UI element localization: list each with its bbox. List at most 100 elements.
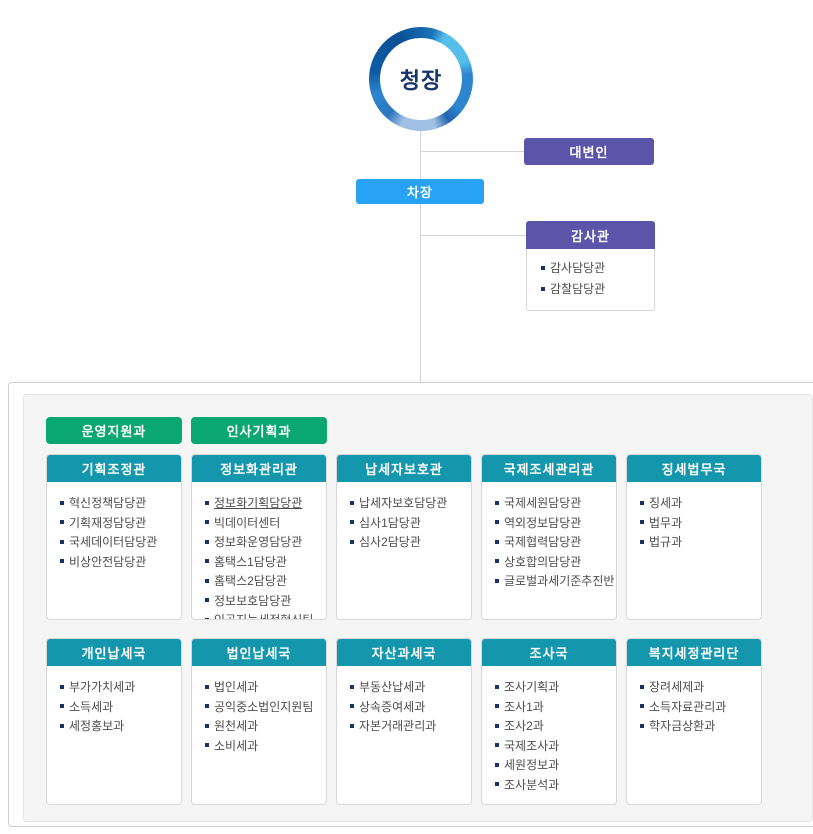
auditor-items: 감사담당관 감찰담당관 — [526, 249, 655, 311]
list-item[interactable]: 부동산납세과 — [350, 678, 467, 698]
bureau-header[interactable]: 조사국 — [482, 639, 616, 666]
bureau-card: 정보화관리관 정보화기획담당관 빅데이터센터 정보화운영담당관 홈택스1담당관 … — [191, 454, 327, 620]
bullet-icon — [60, 539, 64, 544]
bullet-icon — [60, 684, 64, 689]
list-item[interactable]: 홈택스1담당관 — [205, 553, 322, 573]
list-item[interactable]: 법무과 — [640, 514, 757, 534]
list-item[interactable]: 소득자료관리과 — [640, 698, 757, 718]
list-item[interactable]: 공익중소법인지원팀 — [205, 698, 322, 718]
list-item[interactable]: 심사2담당관 — [350, 533, 467, 553]
bullet-icon — [495, 743, 499, 748]
bullet-icon — [495, 723, 499, 728]
list-item[interactable]: 징세과 — [640, 494, 757, 514]
list-item[interactable]: 법규과 — [640, 533, 757, 553]
list-item[interactable]: 국제협력담당관 — [495, 533, 612, 553]
bullet-icon — [60, 520, 64, 525]
auditor-header[interactable]: 감사관 — [526, 221, 655, 249]
bullet-icon — [205, 723, 209, 728]
list-item[interactable]: 혁신정책담당관 — [60, 494, 177, 514]
list-item[interactable]: 조사분석과 — [495, 776, 612, 796]
list-item[interactable]: 심사1담당관 — [350, 514, 467, 534]
list-item[interactable]: 빅데이터센터 — [205, 514, 322, 534]
list-item[interactable]: 정보보호담당관 — [205, 592, 322, 612]
bureau-card: 징세법무국 징세과 법무과 법규과 — [626, 454, 762, 620]
list-item[interactable]: 법인세과 — [205, 678, 322, 698]
list-item[interactable]: 감찰담당관 — [541, 279, 654, 300]
bullet-icon — [495, 782, 499, 787]
list-item[interactable]: 국제세원담당관 — [495, 494, 612, 514]
list-item[interactable]: 학자금상환과 — [640, 717, 757, 737]
auditor-connector — [421, 235, 526, 236]
commissioner-circle[interactable]: 청장 — [369, 27, 473, 131]
bullet-icon — [495, 500, 499, 505]
bureau-header[interactable]: 정보화관리관 — [192, 455, 326, 482]
list-item[interactable]: 기획재정담당관 — [60, 514, 177, 534]
list-item[interactable]: 감사담당관 — [541, 258, 654, 279]
bureau-header[interactable]: 개인납세국 — [47, 639, 181, 666]
list-item[interactable]: 정보화운영담당관 — [205, 533, 322, 553]
main-vertical-connector — [420, 131, 421, 382]
spokesperson-box[interactable]: 대변인 — [524, 138, 654, 165]
list-item[interactable]: 납세자보호담당관 — [350, 494, 467, 514]
bullet-icon — [205, 617, 209, 619]
bureau-row-2: 개인납세국 부가가치세과 소득세과 세정홍보과 법인납세국 법인세과 공익중소법… — [46, 638, 812, 805]
list-item[interactable]: 원천세과 — [205, 717, 322, 737]
bullet-icon — [495, 520, 499, 525]
list-item[interactable]: 국제조사과 — [495, 737, 612, 757]
list-item[interactable]: 글로벌과세기준추진반 — [495, 572, 614, 592]
bureau-header[interactable]: 법인납세국 — [192, 639, 326, 666]
list-item[interactable]: 소비세과 — [205, 737, 322, 757]
list-item[interactable]: 국세데이터담당관 — [60, 533, 177, 553]
bureau-card: 기획조정관 혁신정책담당관 기획재정담당관 국세데이터담당관 비상안전담당관 — [46, 454, 182, 620]
list-item[interactable]: 상호합의담당관 — [495, 553, 612, 573]
list-item[interactable]: 조사기획과 — [495, 678, 612, 698]
list-item[interactable]: 정보화기획담당관 — [205, 494, 322, 514]
bullet-icon — [205, 500, 209, 505]
list-item[interactable]: 세정홍보과 — [60, 717, 177, 737]
bureau-card: 국제조세관리관 국제세원담당관 역외정보담당관 국제협력담당관 상호합의담당관 … — [481, 454, 617, 620]
support-department-button[interactable]: 인사기획과 — [191, 417, 327, 444]
bullet-icon — [205, 539, 209, 544]
spokesperson-connector — [421, 151, 526, 152]
list-item[interactable]: 조사2과 — [495, 717, 612, 737]
bureau-header[interactable]: 징세법무국 — [627, 455, 761, 482]
list-item[interactable]: 상속증여세과 — [350, 698, 467, 718]
bullet-icon — [205, 559, 209, 564]
commissioner-label: 청장 — [380, 38, 462, 120]
bureau-card: 복지세정관리단 장려세제과 소득자료관리과 학자금상환과 — [626, 638, 762, 805]
bullet-icon — [205, 684, 209, 689]
list-item[interactable]: 역외정보담당관 — [495, 514, 612, 534]
bureau-header[interactable]: 자산과세국 — [337, 639, 471, 666]
list-item[interactable]: 부가가치세과 — [60, 678, 177, 698]
list-item[interactable]: 자본거래관리과 — [350, 717, 467, 737]
list-item[interactable]: 조사1과 — [495, 698, 612, 718]
bullet-icon — [350, 704, 354, 709]
bureau-row-1: 기획조정관 혁신정책담당관 기획재정담당관 국세데이터담당관 비상안전담당관 정… — [46, 454, 812, 620]
bullet-icon — [60, 723, 64, 728]
deputy-commissioner-label: 차장 — [407, 185, 433, 200]
list-item[interactable]: 인공지능세정혁신팀 — [205, 611, 322, 619]
bureau-header[interactable]: 납세자보호관 — [337, 455, 471, 482]
bullet-icon — [495, 704, 499, 709]
bullet-icon — [205, 578, 209, 583]
bureau-header[interactable]: 복지세정관리단 — [627, 639, 761, 666]
list-item[interactable]: 소득세과 — [60, 698, 177, 718]
deputy-commissioner-box[interactable]: 차장 — [356, 179, 484, 204]
support-department-button[interactable]: 운영지원과 — [46, 417, 182, 444]
bullet-icon — [640, 500, 644, 505]
list-item[interactable]: 비상안전담당관 — [60, 553, 177, 573]
bullet-icon — [60, 559, 64, 564]
bullet-icon — [350, 539, 354, 544]
bullet-icon — [350, 520, 354, 525]
bureau-header[interactable]: 기획조정관 — [47, 455, 181, 482]
bureau-header[interactable]: 국제조세관리관 — [482, 455, 616, 482]
list-item[interactable]: 세원정보과 — [495, 756, 612, 776]
list-item[interactable]: 홈택스2담당관 — [205, 572, 322, 592]
bullet-icon — [495, 559, 499, 564]
bureau-card: 자산과세국 부동산납세과 상속증여세과 자본거래관리과 — [336, 638, 472, 805]
bullet-icon — [60, 500, 64, 505]
support-departments-row: 운영지원과 인사기획과 — [46, 417, 812, 444]
departments-container: 운영지원과 인사기획과 기획조정관 혁신정책담당관 기획재정담당관 국세데이터담… — [8, 382, 813, 827]
list-item[interactable]: 장려세제과 — [640, 678, 757, 698]
